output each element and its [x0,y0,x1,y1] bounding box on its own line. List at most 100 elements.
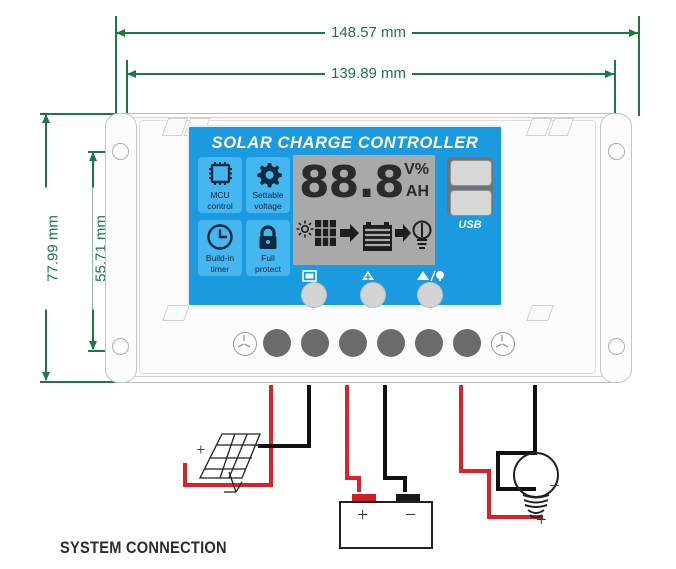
wire-bat-negative-vert [383,385,387,480]
mcu-chip-icon [198,160,242,190]
terminal-5[interactable] [415,329,443,357]
wire-bat-negative-drop [403,476,407,492]
arrow-right-icon [395,224,411,242]
arrow-left-inner [127,70,136,78]
badge-label-line2: protect [255,263,281,274]
page-caption: SYSTEM CONNECTION [60,538,227,557]
mounting-hole-bottom-left [112,338,129,355]
badge-label-line2: voltage [254,200,282,211]
wire-bat-positive-vert [345,385,349,480]
badge-buildin-timer: Build-in timer [198,220,242,276]
badge-label-line2: timer [210,263,230,274]
lcd-value: 88.8 [299,157,405,208]
up-triangle-icon [358,269,378,283]
badge-full-protect: Full protect [246,220,290,276]
ext-line-right-outer [638,16,640,116]
arrow-up-inner [89,152,97,161]
screw-left [233,332,257,356]
ext-line-left-inner [126,60,128,117]
up-triangle-light-icon [415,269,445,283]
dim-label-height-outer: 77.99 mm [44,187,62,310]
arrow-right-icon [340,224,359,242]
arrow-right-outer [629,29,638,37]
lock-icon [246,223,290,253]
ext-line-right-inner [614,60,616,117]
badge-label-line1: MCU [210,190,230,200]
wire-bat-positive-drop [357,476,361,492]
ext-line-top-outer-v [40,113,120,115]
wire-load-positive-step [459,469,491,473]
faceplate: SOLAR CHARGE CONTROLLER MCU control [187,125,503,308]
lcd-unit-top: V% [404,161,429,178]
button-display-mode[interactable] [301,282,327,308]
mounting-hole-top-left [112,143,129,160]
wire-pv-negative-horz [258,444,311,448]
wire-pv-negative-vert [307,385,311,448]
screw-right [491,332,515,356]
mounting-hole-top-right [608,143,625,160]
terminal-2[interactable] [301,329,329,357]
arrow-left-outer [116,29,125,37]
ext-line-bottom-outer-v [40,381,120,383]
badge-label-line1: Full [261,253,275,263]
arrow-right-inner [605,70,614,78]
display-mode-icon [299,269,319,283]
dim-label-width-inner: 139.89 mm [325,65,413,82]
usb-label: USB [458,219,482,231]
terminal-6[interactable] [453,329,481,357]
light-bulb-icon [412,220,432,249]
badge-label-line1: Settable [252,190,284,200]
device-shell-inner2 [139,120,596,374]
solar-panel-icon [315,220,336,246]
sun-icon [296,220,314,238]
badge-settable-voltage: Settable voltage [246,157,290,213]
clock-icon [198,223,242,253]
button-light-mode[interactable] [417,282,443,308]
terminal-4[interactable] [377,329,405,357]
ext-line-left-outer [115,16,117,116]
pv-minus-sign: − [252,436,262,455]
battery [338,488,434,555]
solar-charge-controller-device: SOLAR CHARGE CONTROLLER MCU control [105,113,632,383]
battery-plus-sign: + [357,504,369,526]
wire-load-positive-horz [487,515,543,519]
lcd-flow-diagram [296,213,432,261]
arrow-up-outer [42,114,50,123]
wire-bat-negative-horz [383,476,407,480]
wire-load-negative-vert [533,385,537,455]
wire-load-negative-drop [496,451,500,491]
lcd-display: 88.8 V% AH [293,155,435,265]
battery-minus-sign: − [405,504,417,526]
wire-pv-positive-horz [183,483,273,487]
terminal-1[interactable] [263,329,291,357]
light-bulb [505,447,575,532]
dim-label-width-outer: 148.57 mm [325,24,413,41]
product-title: SOLAR CHARGE CONTROLLER [211,134,479,152]
wire-bat-positive-horz [345,476,361,480]
wire-pv-positive-up [183,463,187,485]
gear-icon [246,160,290,190]
solar-panel [196,432,268,499]
terminal-row [105,325,630,369]
pv-plus-sign: + [196,440,206,459]
wire-pv-positive-vert [269,385,273,487]
usb-port-2[interactable] [450,190,492,216]
mounting-hole-bottom-right [608,338,625,355]
wire-load-positive-drop [487,469,491,519]
badge-label-line1: Build-in [205,253,235,263]
wire-load-negative-step [496,451,537,455]
lamp-minus-sign: − [549,476,560,497]
arrow-down-outer [42,372,50,381]
lcd-unit-bottom: AH [405,183,429,200]
arrow-down-inner [89,341,97,350]
battery-icon [363,222,392,251]
terminal-3[interactable] [339,329,367,357]
lamp-plus-sign: + [536,510,547,531]
wire-load-positive-vert [459,385,463,473]
usb-port-1[interactable] [450,160,492,186]
wire-load-negative-horz [496,487,536,491]
badge-label-line2: control [207,200,233,211]
button-up[interactable] [360,282,386,308]
usb-ports[interactable] [447,157,493,216]
badge-mcu-control: MCU control [198,157,242,213]
